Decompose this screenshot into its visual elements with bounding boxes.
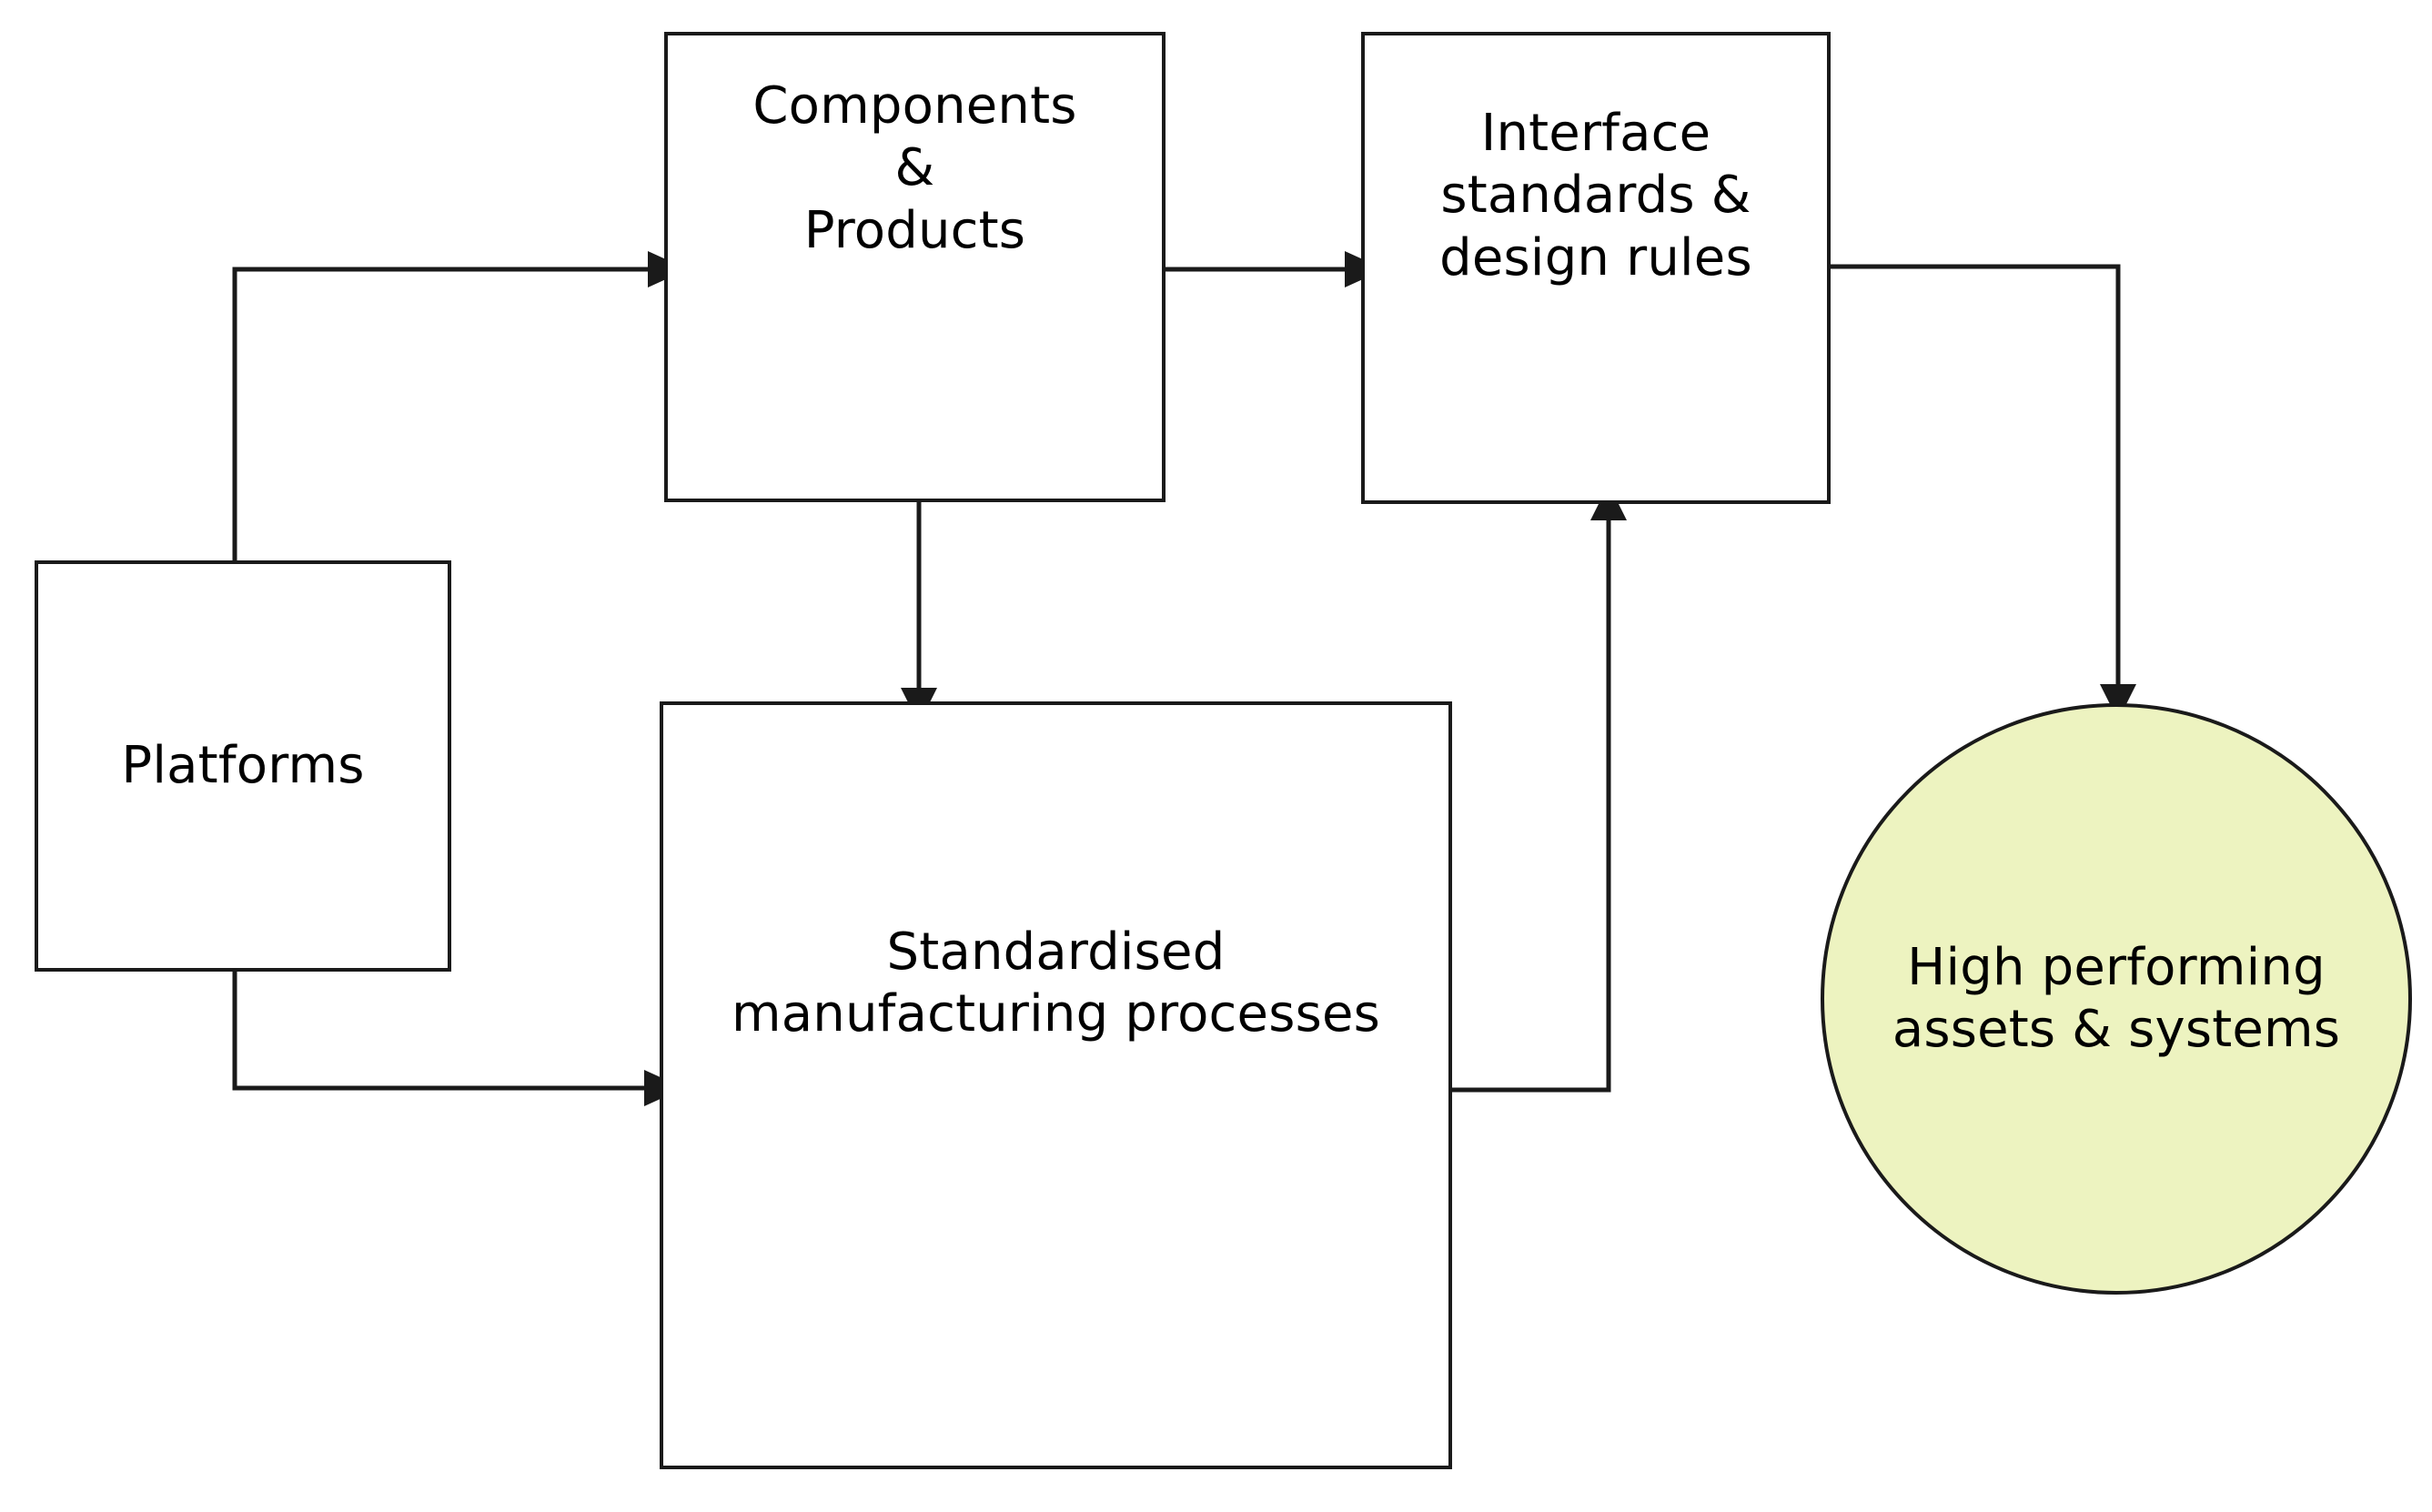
- edge-components-to-interface: [1164, 251, 1385, 287]
- edge-platforms-to-manufacturing-line: [232, 970, 644, 1091]
- node-platforms[interactable]: [35, 560, 451, 972]
- edge-platforms-to-components-line: [232, 267, 648, 562]
- edge-components-to-manufacturing: [901, 500, 937, 724]
- edge-platforms-to-manufacturing: [232, 970, 684, 1106]
- node-components[interactable]: [664, 32, 1166, 502]
- node-outcome-circle[interactable]: [1821, 703, 2412, 1295]
- edge-interface-to-outcome-line: [1829, 264, 2121, 684]
- node-manufacturing[interactable]: [660, 701, 1452, 1469]
- node-interface-standards[interactable]: [1361, 32, 1831, 504]
- arrowhead-down-icon: [2100, 684, 2136, 721]
- edge-platforms-to-components: [232, 251, 688, 562]
- edge-manufacturing-to-interface: [1450, 484, 1627, 1093]
- edge-manufacturing-to-interface-line: [1450, 520, 1611, 1093]
- edge-interface-to-outcome: [1829, 264, 2136, 721]
